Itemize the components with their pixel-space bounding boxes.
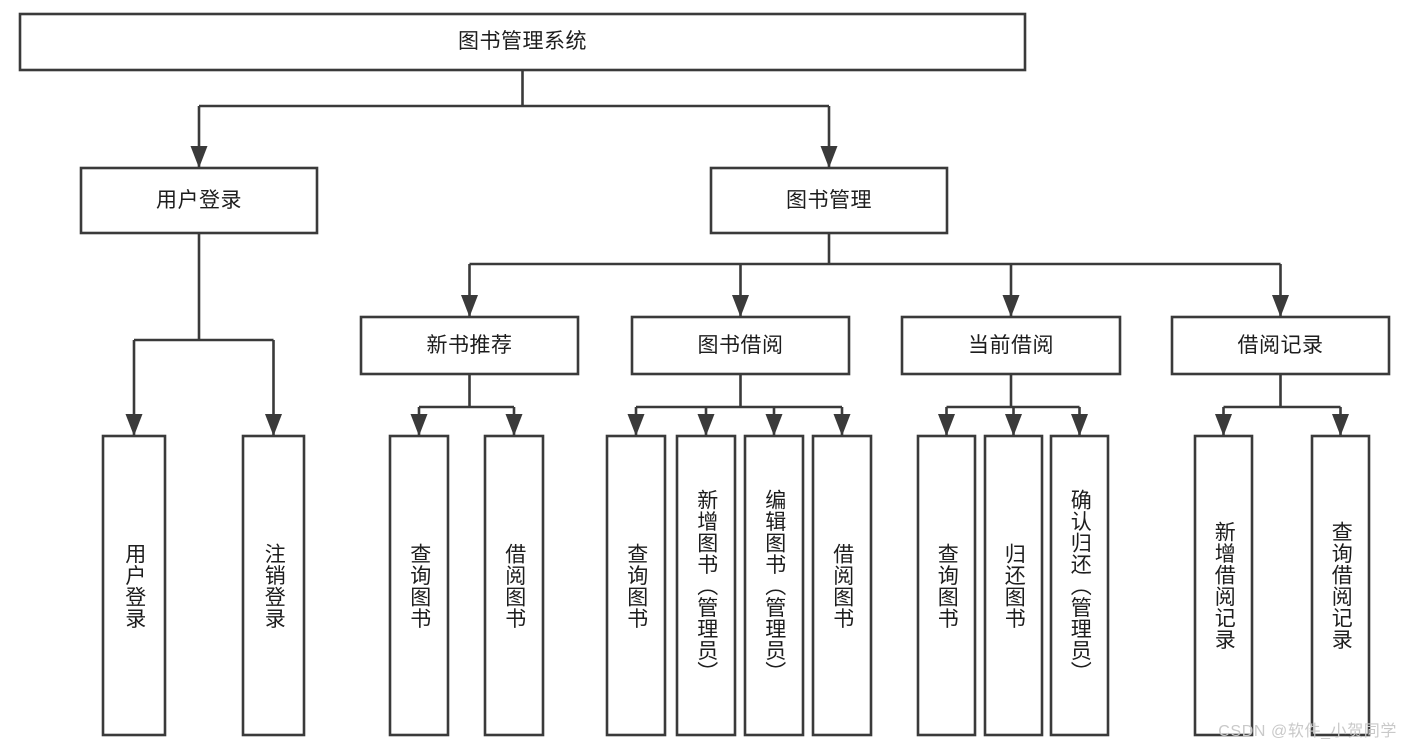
arrow-icon-book-management <box>820 146 838 168</box>
node-box-return-book[interactable] <box>983 434 1044 737</box>
arrow-icon-user-login-do <box>125 414 143 436</box>
csdn-watermark: CSDN @软件_小贺同学 <box>1218 723 1397 740</box>
node-box-add-borrow-record[interactable] <box>1193 434 1254 737</box>
node-box-edit-book-admin[interactable] <box>743 434 805 737</box>
node-box-borrow-record[interactable] <box>1170 315 1391 376</box>
arrow-icon-add-borrow-record <box>1215 414 1232 436</box>
arrow-icon-user-logout <box>265 414 282 436</box>
arrow-icon-query-book-2 <box>627 414 645 436</box>
node-box-user-logout[interactable] <box>241 434 306 737</box>
arrow-icon-add-book-admin <box>697 414 715 436</box>
arrow-icon-user-login <box>190 146 208 168</box>
node-box-confirm-return-admin[interactable] <box>1049 434 1110 737</box>
arrow-icon-borrow-book-1 <box>505 414 523 436</box>
node-box-new-book-recommend[interactable] <box>359 315 580 376</box>
node-box-user-login-do[interactable] <box>101 434 167 737</box>
node-box-current-borrow[interactable] <box>900 315 1122 376</box>
arrow-icon-query-borrow-record <box>1332 414 1349 436</box>
arrow-icon-query-book-1 <box>410 414 428 436</box>
node-box-book-management[interactable] <box>709 166 949 235</box>
node-box-borrow-book-2[interactable] <box>811 434 873 737</box>
node-box-query-borrow-record[interactable] <box>1310 434 1371 737</box>
arrow-icon-borrow-record <box>1272 295 1289 317</box>
node-box-add-book-admin[interactable] <box>675 434 737 737</box>
node-box-root[interactable] <box>18 12 1027 72</box>
arrow-icon-query-book-3 <box>938 414 955 436</box>
arrow-icon-book-borrow <box>732 295 749 317</box>
node-box-query-book-1[interactable] <box>388 434 450 737</box>
arrow-icon-current-borrow <box>1002 295 1020 317</box>
node-box-borrow-book-1[interactable] <box>483 434 545 737</box>
arrow-icon-borrow-book-2 <box>833 414 851 436</box>
arrow-icon-new-book-recommend <box>461 295 478 317</box>
arrow-icon-edit-book-admin <box>765 414 783 436</box>
node-box-query-book-3[interactable] <box>916 434 977 737</box>
node-box-book-borrow[interactable] <box>630 315 851 376</box>
arrow-icon-return-book <box>1005 414 1022 436</box>
arrow-icon-confirm-return-admin <box>1071 414 1088 436</box>
node-box-query-book-2[interactable] <box>605 434 667 737</box>
node-box-user-login[interactable] <box>79 166 319 235</box>
